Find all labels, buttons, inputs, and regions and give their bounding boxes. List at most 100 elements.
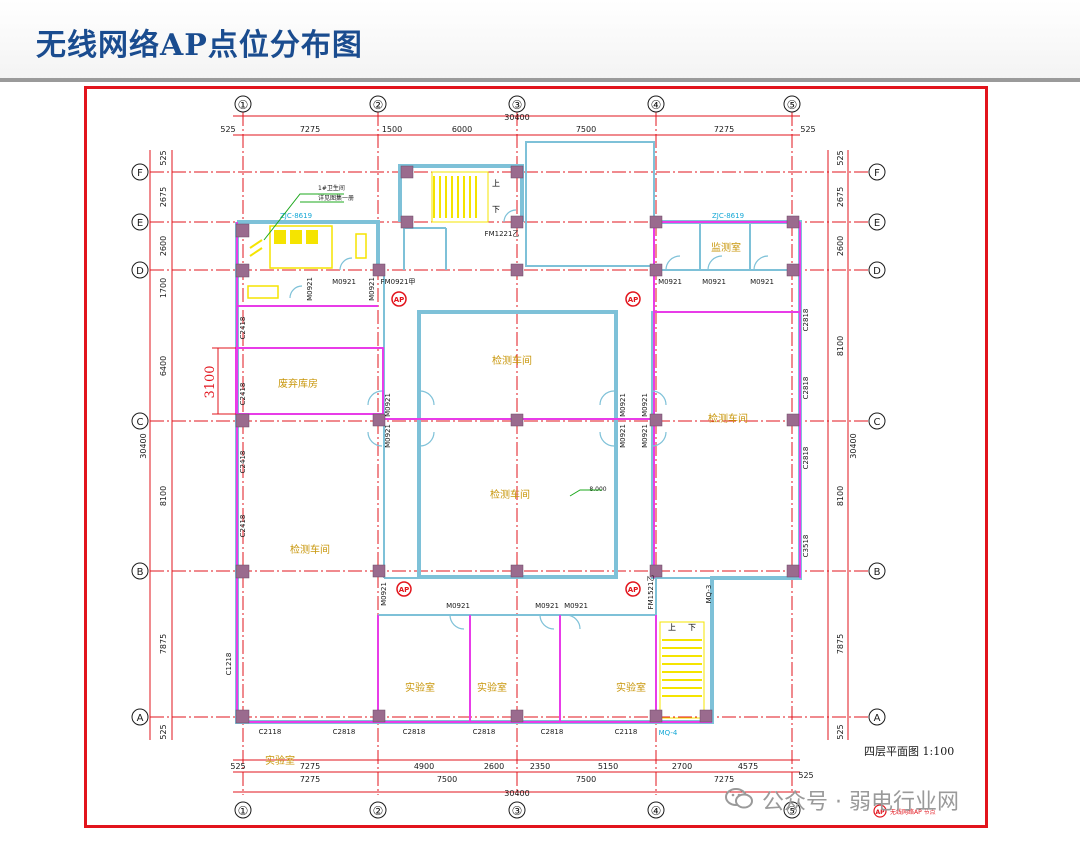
room-jiance-center-top: 检测车间 bbox=[492, 354, 532, 367]
axis-row-e-right: E bbox=[874, 218, 880, 229]
label-m0921-d: M0921 bbox=[750, 278, 774, 286]
plan-caption: 四层平面图 1:100 bbox=[864, 745, 954, 758]
label-fm1221: FM1221乙 bbox=[485, 230, 520, 238]
label-c2418-c: C2418 bbox=[239, 451, 247, 474]
watermark-text: 公众号 · 弱电行业网 bbox=[762, 790, 959, 815]
axis-col-4-top: ④ bbox=[651, 98, 662, 112]
ap-marker: AP bbox=[625, 581, 641, 597]
label-m0921-e: M0921 bbox=[446, 602, 470, 610]
label-c3518: C3518 bbox=[802, 535, 810, 558]
dim-right-total: 30400 bbox=[849, 433, 858, 458]
dim-bot-8: 4575 bbox=[738, 762, 758, 771]
pink-walls bbox=[235, 221, 801, 723]
dim-right-7: 525 bbox=[836, 724, 845, 739]
stairs-top: 上 下 bbox=[431, 171, 500, 223]
label-c2818-r3: C2818 bbox=[802, 447, 810, 470]
dims-right: 525 2675 2600 8100 8100 7875 525 30400 bbox=[836, 150, 858, 739]
stair2-down-label: 下 bbox=[688, 623, 696, 632]
axis-row-c-left: C bbox=[137, 417, 144, 428]
stair2-up-label: 上 bbox=[668, 623, 676, 632]
room-jiance-center: 检测车间 bbox=[490, 488, 530, 501]
label-c2118-a: C2118 bbox=[259, 728, 282, 736]
stair-down-label: 下 bbox=[492, 205, 500, 214]
ap-marker-legend: AP 无线网络AP 节点 bbox=[873, 804, 936, 818]
dim-top-2: 7275 bbox=[300, 125, 320, 134]
dim-bot-7: 2700 bbox=[672, 762, 692, 771]
label-c2418-d: C2418 bbox=[239, 515, 247, 538]
stair-up-label: 上 bbox=[492, 179, 500, 188]
door-swings bbox=[289, 209, 769, 630]
label-c2818-r1: C2818 bbox=[802, 309, 810, 332]
dim-top-6: 7275 bbox=[714, 125, 734, 134]
dim-left-1: 525 bbox=[159, 150, 168, 165]
label-m0921-k: M0921 bbox=[384, 424, 392, 448]
axis-col-3-top: ③ bbox=[512, 98, 523, 112]
label-c2418-b: C2418 bbox=[239, 383, 247, 406]
axis-col-3-bottom: ③ bbox=[512, 804, 523, 818]
label-m0921-b: M0921 bbox=[658, 278, 682, 286]
label-m0921-i: M0921 bbox=[368, 277, 376, 301]
label-c2818-d: C2818 bbox=[541, 728, 564, 736]
dim-top-total: 30400 bbox=[504, 113, 529, 122]
dims-top: 525 7275 1500 6000 7500 7275 525 30400 bbox=[220, 113, 815, 134]
dim-left-2: 2675 bbox=[159, 187, 168, 207]
label-zjc-1: ZJC-8619 bbox=[280, 212, 312, 220]
axis-col-1-bottom: ① bbox=[238, 804, 249, 818]
axis-row-b-right: B bbox=[874, 567, 881, 578]
wechat-icon bbox=[725, 788, 753, 809]
red-dimension-3100: 3100 bbox=[203, 347, 236, 415]
door-window-codes: FM1221乙 FM0921甲 M0921 M0921 M0921 M0921 … bbox=[225, 230, 810, 736]
structural-columns bbox=[235, 165, 800, 724]
axis-col-2-top: ② bbox=[373, 98, 384, 112]
outer-walls bbox=[235, 141, 802, 724]
restroom-note-2: 详见图集一册 bbox=[318, 194, 354, 202]
dim-bot-1: 525 bbox=[230, 762, 245, 771]
dim-left-total: 30400 bbox=[139, 433, 148, 458]
dim-left-4: 1700 bbox=[159, 278, 168, 298]
ap-marker-4: AP bbox=[628, 586, 639, 594]
dim-left-7: 7875 bbox=[159, 634, 168, 654]
dim-left-3: 2600 bbox=[159, 236, 168, 256]
axis-col-4-bottom: ④ bbox=[651, 804, 662, 818]
label-m0921-f: M0921 bbox=[535, 602, 559, 610]
dim-left-5: 6400 bbox=[159, 356, 168, 376]
room-jiance-right: 检测车间 bbox=[708, 412, 748, 425]
label-m0921-n: M0921 bbox=[641, 393, 649, 417]
dim-top-7: 525 bbox=[800, 125, 815, 134]
label-mq3: MQ-3 bbox=[705, 585, 713, 604]
ap-marker-1: AP bbox=[394, 296, 405, 304]
ap-markers: AP AP AP AP AP 无线网络AP 节点 bbox=[391, 291, 936, 818]
dim-top-4: 6000 bbox=[452, 125, 472, 134]
dim-bot2-4: 7275 bbox=[714, 775, 734, 784]
title-divider bbox=[0, 78, 1080, 82]
cyan-labels: ZJC-8619 ZJC-8619 MQ-4 bbox=[280, 212, 744, 737]
room-jiance-left: 检测车间 bbox=[290, 543, 330, 556]
dim-right-4: 8100 bbox=[836, 336, 845, 356]
ap-legend-marker: AP bbox=[875, 809, 885, 816]
dim-bot-6: 5150 bbox=[598, 762, 618, 771]
room-shiyan-2: 实验室 bbox=[477, 681, 507, 694]
dim-right-1: 525 bbox=[836, 150, 845, 165]
dims-left: 525 2675 2600 1700 6400 8100 7875 525 30… bbox=[139, 150, 168, 739]
label-m0921-o: M0921 bbox=[641, 424, 649, 448]
room-shiyan-1: 实验室 bbox=[405, 681, 435, 694]
axis-col-5-bottom: ⑤ bbox=[787, 804, 798, 818]
column-grid bbox=[242, 112, 793, 795]
dims-bottom: 525 7275 4900 2600 2350 5150 2700 4575 5… bbox=[230, 762, 813, 798]
drawing-frame bbox=[84, 86, 988, 828]
dim-right-3: 2600 bbox=[836, 236, 845, 256]
page-title: 无线网络AP点位分布图 bbox=[36, 28, 363, 63]
ap-marker: AP bbox=[391, 291, 407, 307]
axis-row-a-right: A bbox=[874, 713, 881, 724]
row-grid bbox=[150, 171, 870, 718]
label-c2818-b: C2818 bbox=[403, 728, 426, 736]
dim-bot2-1: 7275 bbox=[300, 775, 320, 784]
axis-col-2-bottom: ② bbox=[373, 804, 384, 818]
dim-bot-9: 525 bbox=[798, 771, 813, 780]
room-labels: 检测车间 检测车间 检测车间 检测车间 废弃库房 监测室 实验室 实验室 实验室… bbox=[265, 241, 748, 767]
axis-row-d-left: D bbox=[136, 266, 144, 277]
label-fm0921: FM0921甲 bbox=[381, 278, 416, 286]
dim-left-6: 8100 bbox=[159, 486, 168, 506]
label-m0921-l: M0921 bbox=[619, 393, 627, 417]
stairs-bottom: 上 下 bbox=[659, 621, 705, 719]
